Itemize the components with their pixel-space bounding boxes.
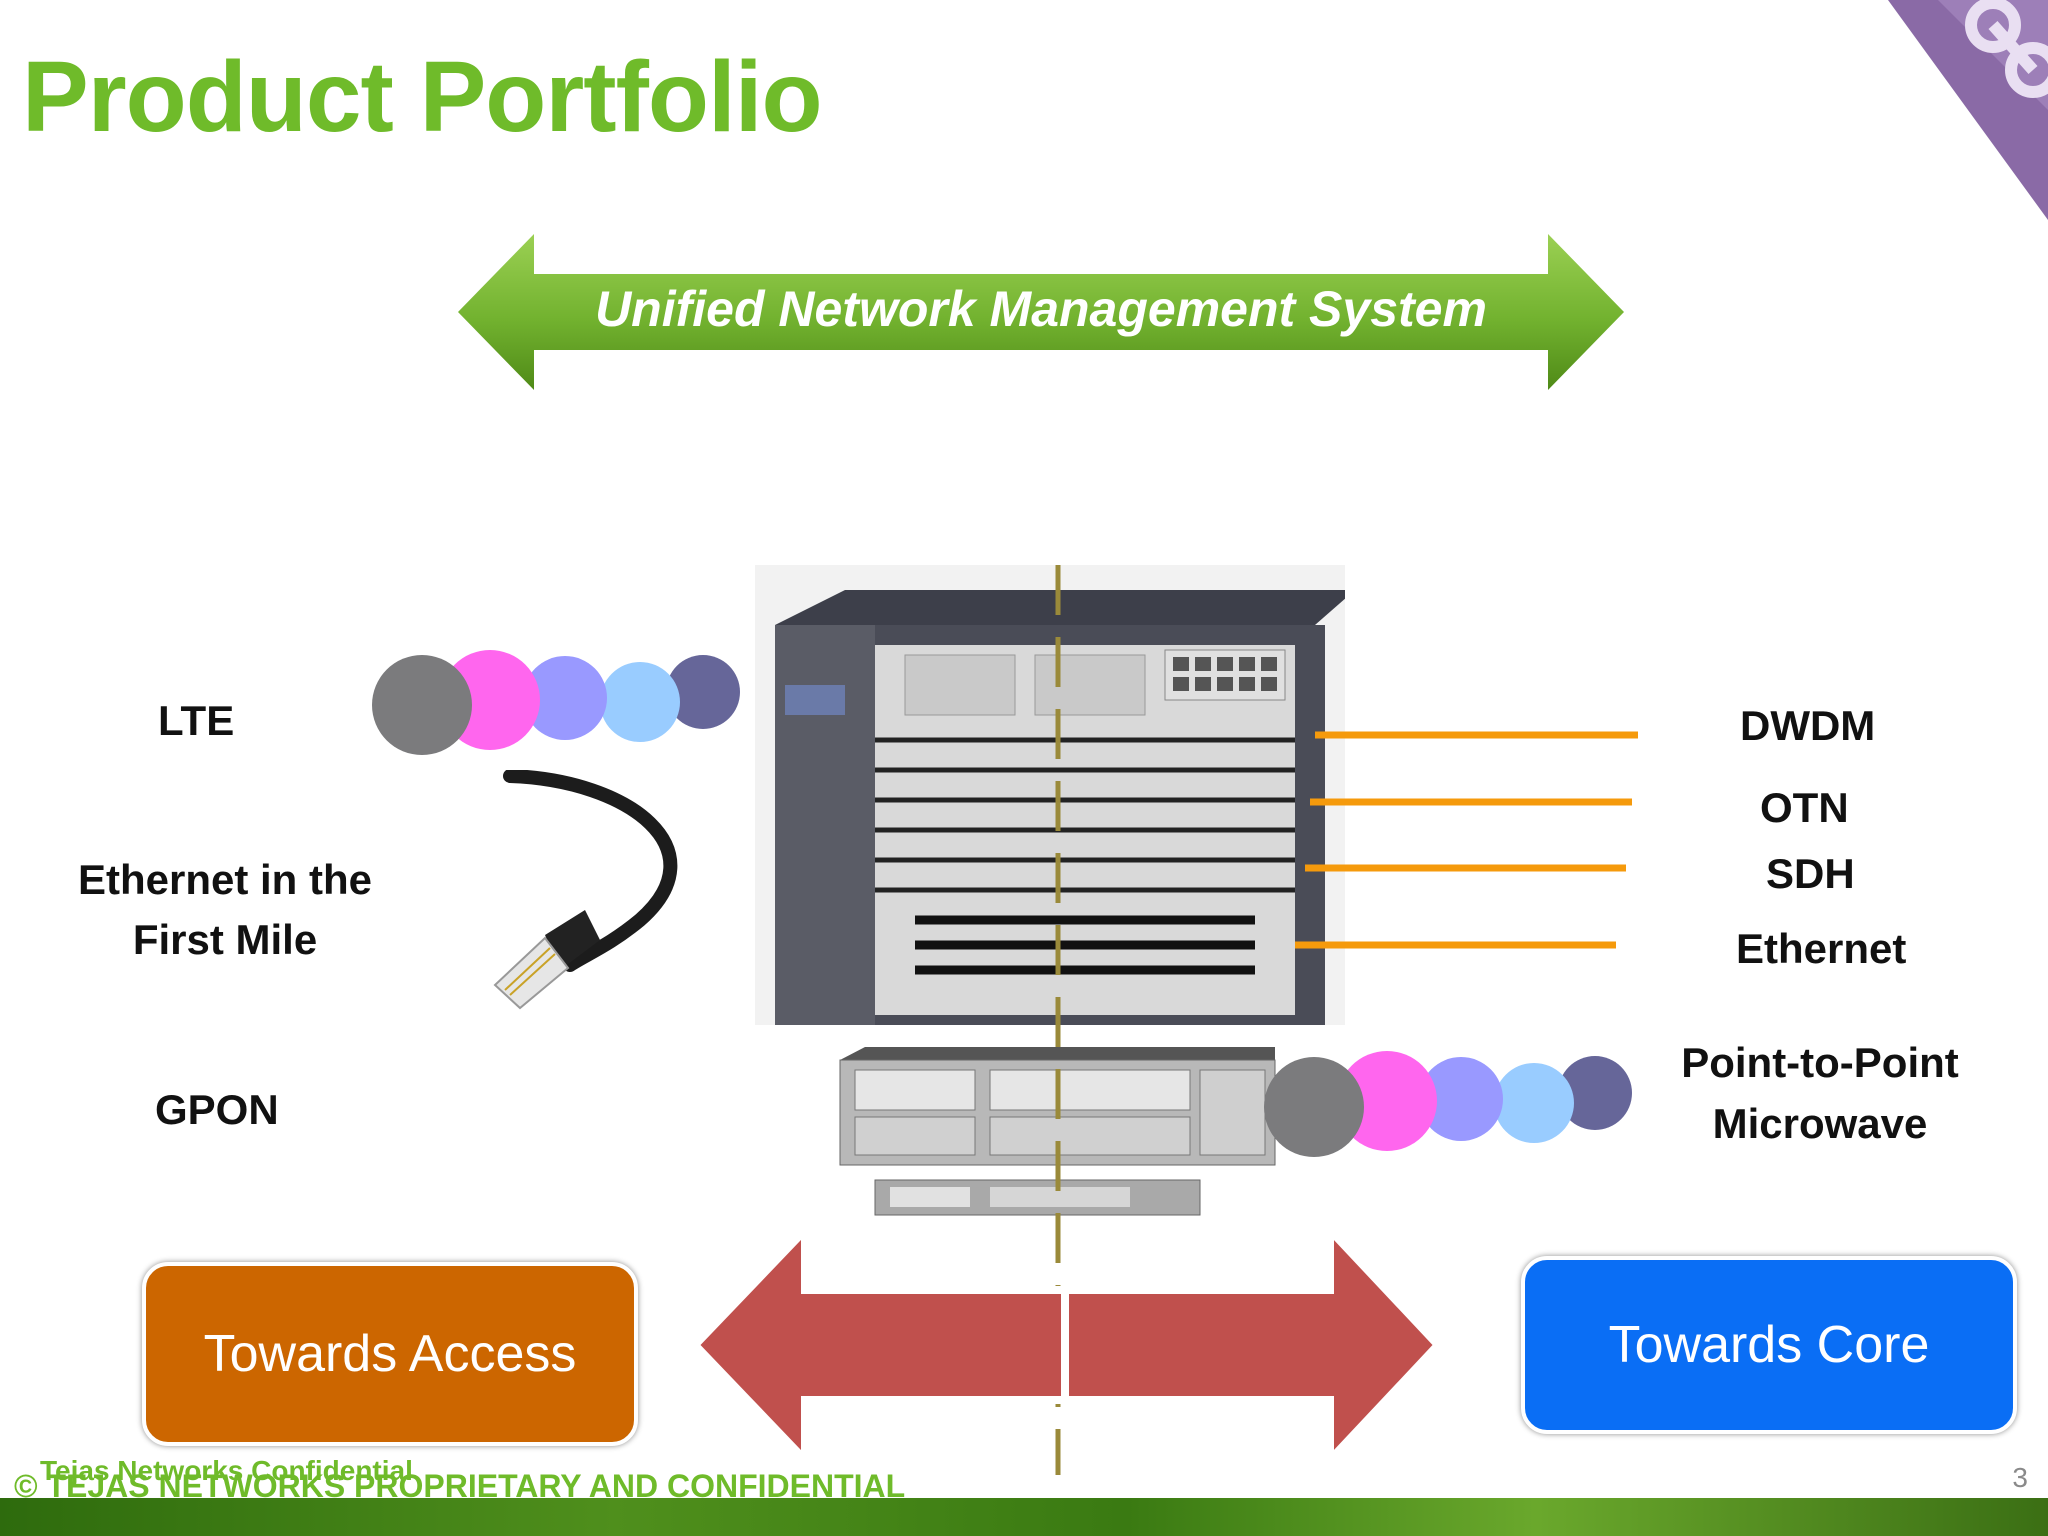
dwdm-label: DWDM xyxy=(1740,702,1876,749)
footer-proprietary-text: © TEJAS NETWORKS PROPRIETARY AND CONFIDE… xyxy=(14,1468,906,1504)
ethernet-cable-icon xyxy=(493,770,678,1010)
corner-logo-icon xyxy=(1888,0,2048,220)
network-chassis-image xyxy=(755,565,1345,1216)
nms-banner-label: Unified Network Management System xyxy=(595,281,1487,337)
microwave-signal-dots xyxy=(1264,1051,1632,1157)
page-number: 3 xyxy=(2012,1462,2028,1493)
towards-access-box: Towards Access xyxy=(142,1262,638,1446)
lte-label: LTE xyxy=(158,697,235,744)
footer-bar xyxy=(0,1498,2048,1536)
lte-signal-dots xyxy=(372,650,740,755)
gpon-label: GPON xyxy=(155,1086,279,1133)
slide-title: Product Portfolio xyxy=(22,41,823,153)
towards-core-box: Towards Core xyxy=(1521,1256,2017,1434)
p2p-microwave-label-line1: Point-to-Point xyxy=(1681,1039,1959,1086)
sdh-label: SDH xyxy=(1766,850,1855,897)
access-core-double-arrow xyxy=(690,1225,1440,1465)
core-connector-lines xyxy=(1295,731,1638,949)
otn-label: OTN xyxy=(1760,784,1849,831)
footer-confidential-text: Tejas Networks Confidential xyxy=(40,1455,413,1486)
ethernet-first-mile-label-line2: First Mile xyxy=(132,916,318,963)
ethernet-label: Ethernet xyxy=(1736,925,1907,972)
ethernet-first-mile-label-line1: Ethernet in the xyxy=(77,856,373,903)
p2p-microwave-label-line2: Microwave xyxy=(1712,1100,1928,1147)
nms-double-arrow xyxy=(458,234,1624,390)
